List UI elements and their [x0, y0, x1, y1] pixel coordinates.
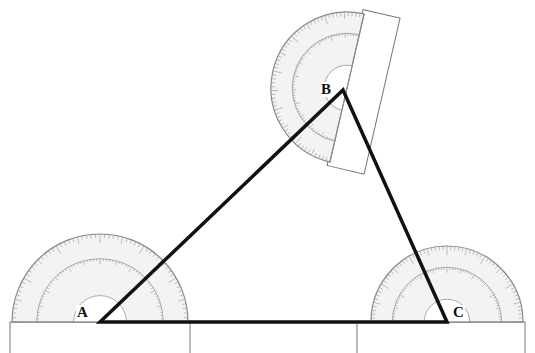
protractor-baseline — [330, 14, 364, 162]
triangle — [100, 90, 447, 322]
protractor-ticks — [12, 234, 188, 322]
protractor-scale — [392, 267, 501, 322]
protractor-body — [12, 234, 188, 322]
protractor-ticks — [256, 0, 364, 162]
protractor-hub — [74, 296, 127, 322]
vertex-label: A — [76, 305, 89, 320]
protractor-body — [371, 246, 523, 322]
protractor-ticks — [371, 246, 523, 322]
vertex-label: B — [320, 82, 332, 97]
ruler — [10, 322, 190, 353]
vertex-label: C — [452, 305, 465, 320]
protractor — [371, 246, 523, 322]
protractor-body — [256, 0, 364, 162]
ruler — [357, 322, 525, 353]
protractor — [255, 0, 400, 174]
protractor — [12, 234, 188, 322]
protractor-scale — [37, 259, 164, 322]
